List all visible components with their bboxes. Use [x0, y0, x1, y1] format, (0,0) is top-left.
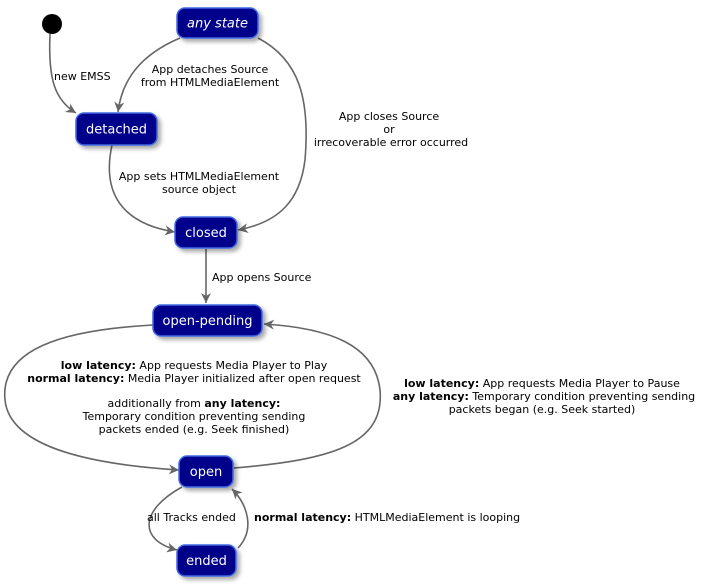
edge-detached-to-closed — [108, 144, 176, 236]
label-opens-source: App opens Source — [212, 271, 312, 284]
state-ended-label: ended — [186, 554, 227, 569]
state-open-pending-label: open-pending — [163, 314, 253, 329]
state-detached-label: detached — [86, 123, 147, 138]
edge-open-pending-to-open — [4, 324, 180, 475]
state-open[interactable]: open — [178, 455, 234, 488]
state-open-label: open — [190, 465, 222, 480]
state-detached[interactable]: detached — [75, 112, 158, 146]
label-all-tracks-ended: all Tracks ended — [147, 511, 236, 524]
label-to-pending-line1: low latency: App requests Media Player t… — [404, 377, 680, 390]
label-to-pending-line3: packets began (e.g. Seek started) — [449, 403, 636, 416]
label-detach-line1: App detaches Source — [152, 63, 269, 76]
state-closed-label: closed — [185, 226, 227, 241]
state-open-pending[interactable]: open-pending — [152, 304, 263, 337]
edge-any-state-to-closed — [237, 37, 307, 234]
state-ended[interactable]: ended — [176, 544, 237, 577]
state-any-state[interactable]: any state — [176, 7, 259, 39]
label-to-open-line4: Temporary condition preventing sending — [82, 410, 306, 423]
label-to-pending-line2: any latency: Temporary condition prevent… — [393, 390, 695, 403]
label-to-open-line1: low latency: App requests Media Player t… — [61, 359, 328, 372]
label-closes-line2: or — [383, 123, 395, 136]
label-to-open-line5: packets ended (e.g. Seek finished) — [99, 423, 290, 436]
label-detach-line2: from HTMLMediaElement — [141, 76, 280, 89]
start-node — [42, 14, 62, 34]
edge-any-state-to-detached — [114, 37, 181, 113]
label-closes-line1: App closes Source — [339, 110, 440, 123]
edge-ended-to-open — [231, 488, 249, 549]
label-closes-line3: irrecoverable error occurred — [314, 136, 468, 149]
label-to-open-line2: normal latency: Media Player initialized… — [27, 372, 361, 385]
label-sets-src-line2: source object — [162, 183, 237, 196]
state-closed[interactable]: closed — [174, 216, 238, 249]
label-to-open-line3: additionally from any latency: — [108, 397, 281, 410]
label-sets-src-line1: App sets HTMLMediaElement — [119, 170, 280, 183]
edge-start-to-detached — [48, 33, 77, 114]
state-any-state-label: any state — [187, 17, 248, 32]
label-new-emss: new EMSS — [54, 70, 111, 83]
label-looping: normal latency: HTMLMediaElement is loop… — [254, 511, 520, 524]
edge-open-to-ended — [148, 486, 183, 553]
edge-open-to-open-pending — [233, 319, 382, 469]
